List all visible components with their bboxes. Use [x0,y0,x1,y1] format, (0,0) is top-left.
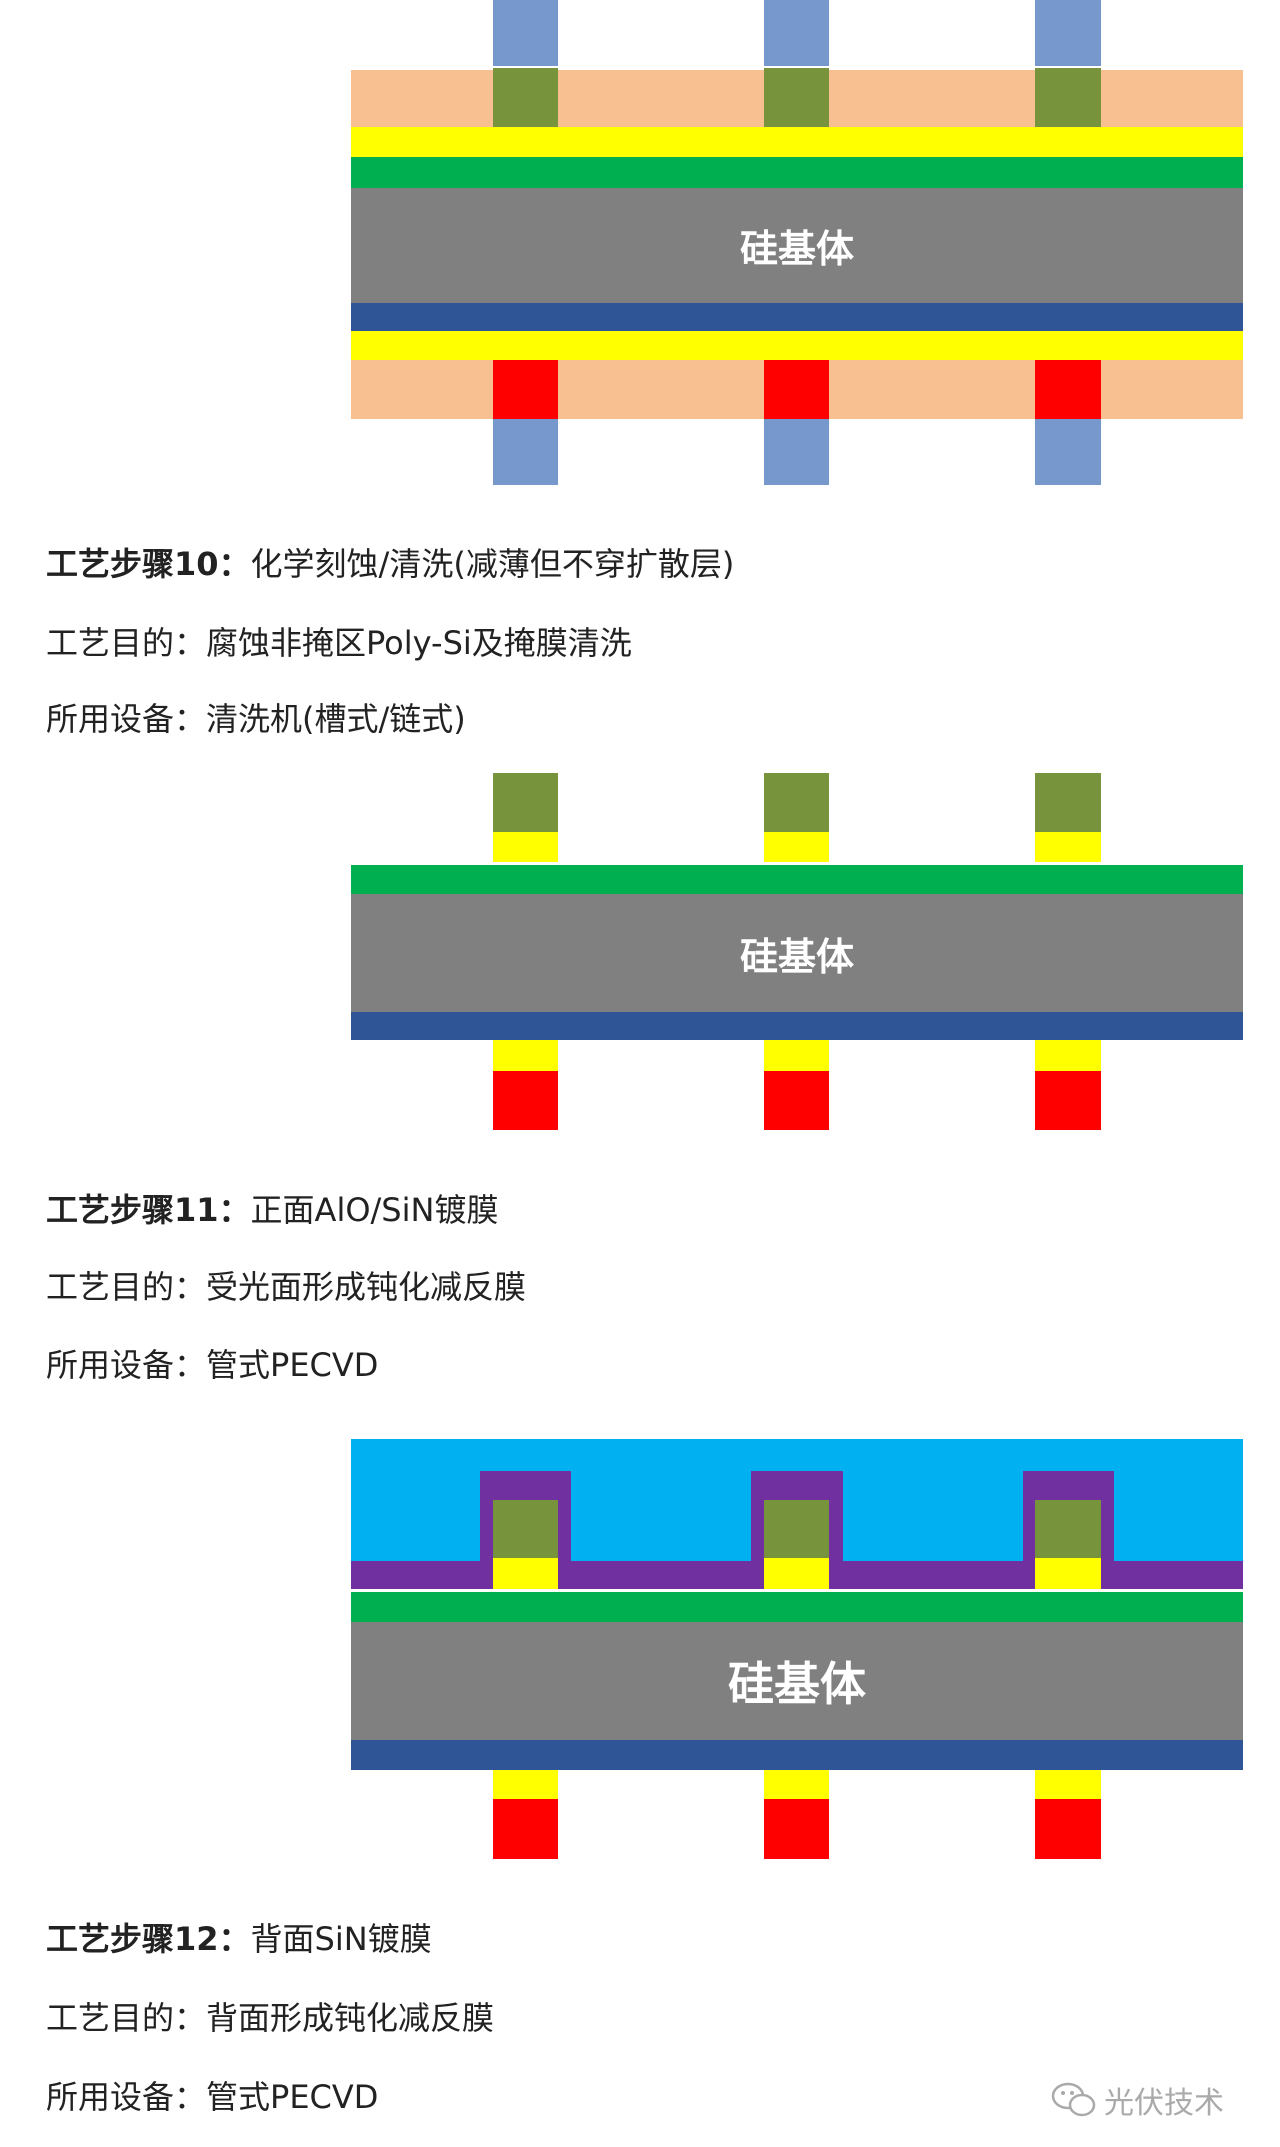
step-label: 工艺步骤10： [46,545,251,583]
step-line: 工艺步骤10：化学刻蚀/清洗(减薄但不穿扩散层) [46,544,734,584]
silicon-substrate [351,1622,1243,1740]
equipment-value: 清洗机(槽式/链式) [206,700,466,738]
poly-finger [1035,68,1101,127]
yellow-finger [1035,832,1101,862]
yellow-finger [493,1770,558,1799]
poly-finger [764,773,829,832]
step-value: 正面AlO/SiN镀膜 [250,1191,499,1229]
red-finger [1035,1799,1101,1859]
step-value: 化学刻蚀/清洗(减薄但不穿扩散层) [250,545,735,583]
wechat-icon [1051,2082,1096,2117]
purpose-line: 工艺目的：背面形成钝化减反膜 [46,1998,494,2038]
green-layer [351,1592,1243,1622]
watermark: 光伏技术 [1050,2078,1224,2122]
red-finger [764,360,829,419]
step-value: 背面SiN镀膜 [250,1920,432,1958]
step-line: 工艺步骤11：正面AlO/SiN镀膜 [46,1190,498,1230]
yellow-finger [1035,1770,1101,1799]
purpose-label: 工艺目的： [46,1268,207,1306]
yellow-finger [493,832,558,862]
red-finger [1035,360,1101,419]
poly-finger [764,1500,829,1558]
red-finger [764,1071,829,1130]
step-label: 工艺步骤11： [46,1191,251,1229]
navy-layer [351,1012,1243,1040]
yellow-finger [764,1558,829,1589]
yellow-finger [764,1770,829,1799]
purpose-label: 工艺目的： [46,624,207,662]
navy-layer [351,1740,1243,1770]
green-layer [351,865,1243,894]
yellow-layer [351,127,1243,157]
purpose-line: 工艺目的：受光面形成钝化减反膜 [46,1267,526,1307]
bottom-contact [493,419,558,485]
poly-finger [1035,773,1101,832]
yellow-finger [764,1040,829,1071]
substrate-label: 硅基体 [739,227,854,271]
substrate-label: 硅基体 [728,1657,866,1711]
purpose-label: 工艺目的： [46,1999,207,2037]
equipment-label: 所用设备： [46,1346,207,1384]
equipment-line: 所用设备：管式PECVD [46,1345,378,1385]
poly-finger [493,1500,558,1558]
purpose-value: 背面形成钝化减反膜 [206,1999,495,2037]
yellow-finger [1035,1558,1101,1589]
substrate-label: 硅基体 [739,934,854,979]
top-contact [1035,0,1101,66]
purpose-value: 腐蚀非掩区Poly-Si及掩膜清洗 [206,624,632,662]
equipment-line: 所用设备：清洗机(槽式/链式) [46,699,466,739]
poly-finger [764,68,829,127]
yellow-finger [1035,1040,1101,1071]
poly-finger [1035,1500,1101,1558]
red-finger [493,1799,558,1859]
bottom-contact [764,419,829,485]
top-contact [493,0,558,66]
poly-finger [493,773,558,832]
step-line: 工艺步骤12：背面SiN镀膜 [46,1919,432,1959]
step-label: 工艺步骤12： [46,1920,251,1958]
purpose-line: 工艺目的：腐蚀非掩区Poly-Si及掩膜清洗 [46,623,632,663]
poly-finger [493,68,558,127]
top-contact [764,0,829,66]
silicon-substrate [351,188,1243,303]
equipment-value: 管式PECVD [206,2078,379,2116]
silicon-substrate [351,894,1243,1012]
bottom-contact [1035,419,1101,485]
yellow-finger [493,1040,558,1071]
red-finger [764,1799,829,1859]
watermark-text: 光伏技术 [1104,2086,1224,2121]
purpose-value: 受光面形成钝化减反膜 [206,1268,527,1306]
equipment-label: 所用设备： [46,700,207,738]
red-finger [493,360,558,419]
yellow-finger [764,832,829,862]
navy-layer [351,303,1243,331]
equipment-value: 管式PECVD [206,1346,379,1384]
green-layer [351,157,1243,188]
red-finger [1035,1071,1101,1130]
yellow-finger [493,1558,558,1589]
equipment-label: 所用设备： [46,2078,207,2116]
red-finger [493,1071,558,1130]
equipment-line: 所用设备：管式PECVD [46,2077,378,2117]
yellow-layer [351,331,1243,360]
